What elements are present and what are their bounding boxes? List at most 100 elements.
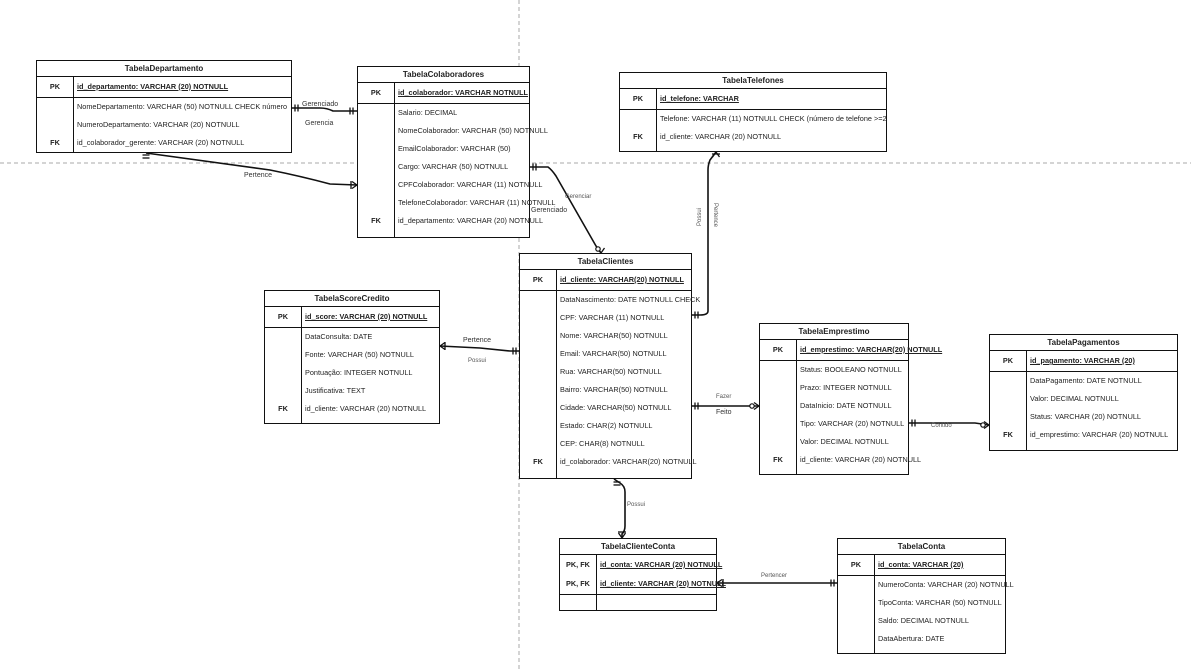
table-row[interactable]: CPFColaborador: VARCHAR (11) NOTNULL: [358, 176, 543, 194]
table-row[interactable]: Estado: CHAR(2) NOTNULL: [520, 417, 691, 435]
table-row[interactable]: Pontuação: INTEGER NOTNULL: [265, 364, 439, 382]
table-row[interactable]: NomeColaborador: VARCHAR (50) NOTNULL: [358, 122, 548, 140]
table-row[interactable]: TelefoneColaborador: VARCHAR (11) NOTNUL…: [358, 194, 556, 212]
rel-departamento-colaboradores-gerencia[interactable]: [292, 107, 357, 112]
table-row[interactable]: Justificativa: TEXT: [265, 382, 439, 400]
table-row[interactable]: Status: BOOLEANO NOTNULL: [760, 361, 908, 379]
table-row[interactable]: Nome: VARCHAR(50) NOTNULL: [520, 327, 691, 345]
table-row[interactable]: Valor: DECIMAL NOTNULL: [760, 433, 908, 451]
field-cell: CPFColaborador: VARCHAR (11) NOTNULL: [398, 180, 543, 189]
label-feito: Feito: [716, 409, 732, 416]
table-row[interactable]: Prazo: INTEGER NOTNULL: [760, 379, 908, 397]
field-cell: id_emprestimo: VARCHAR(20) NOTNULL: [800, 345, 943, 354]
table-row[interactable]: CEP: CHAR(8) NOTNULL: [520, 435, 691, 453]
table-row[interactable]: NomeDepartamento: VARCHAR (50) NOTNULL C…: [37, 98, 291, 116]
field-cell: TipoConta: VARCHAR (50) NOTNULL: [878, 598, 1002, 607]
field-cell: Rua: VARCHAR(50) NOTNULL: [560, 367, 662, 376]
key-column-divider: [394, 82, 395, 237]
table-row[interactable]: TipoConta: VARCHAR (50) NOTNULL: [838, 594, 1005, 612]
rel-scorecredito-clientes[interactable]: [439, 345, 519, 352]
rel-colaboradores-clientes-gerenciar[interactable]: [530, 166, 602, 254]
label-possui-2: Possui: [468, 358, 487, 364]
table-title: TabelaDepartamento: [37, 61, 291, 77]
key-column-divider: [874, 554, 875, 653]
table-row[interactable]: Email: VARCHAR(50) NOTNULL: [520, 345, 691, 363]
cardinality-tick: [983, 420, 990, 426]
field-cell: EmailColaborador: VARCHAR (50): [398, 144, 511, 153]
table-row[interactable]: Cidade: VARCHAR(50) NOTNULL: [520, 399, 691, 417]
table-row[interactable]: Fonte: VARCHAR (50) NOTNULL: [265, 346, 439, 364]
key-column-divider: [656, 88, 657, 151]
table-row[interactable]: Telefone: VARCHAR (11) NOTNULL CHECK (nú…: [620, 110, 887, 128]
table-row[interactable]: Bairro: VARCHAR(50) NOTNULL: [520, 381, 691, 399]
table-title: TabelaColaboradores: [358, 67, 529, 83]
table-row[interactable]: DataPagamento: DATE NOTNULL: [990, 372, 1177, 390]
rel-departamento-colaboradores-pertence[interactable]: [145, 152, 358, 186]
field-cell: Cargo: VARCHAR (50) NOTNULL: [398, 162, 509, 171]
table-row[interactable]: Status: VARCHAR (20) NOTNULL: [990, 408, 1177, 426]
table-row[interactable]: [560, 595, 716, 613]
cardinality-circle: [595, 246, 601, 252]
table-row[interactable]: DataAbertura: DATE: [838, 630, 1005, 648]
table-row[interactable]: PK id_departamento: VARCHAR (20) NOTNULL: [37, 78, 291, 98]
cardinality-tick: [351, 180, 358, 186]
field-cell: Valor: DECIMAL NOTNULL: [1030, 394, 1119, 403]
field-cell: Pontuação: INTEGER NOTNULL: [305, 368, 413, 377]
key-cell: PK: [49, 82, 61, 91]
rel-clientes-clienteconta[interactable]: [613, 478, 626, 538]
field-cell: DataNascimento: DATE NOTNULL CHECK: [560, 295, 701, 304]
table-row[interactable]: Valor: DECIMAL NOTNULL: [990, 390, 1177, 408]
field-cell: id_cliente: VARCHAR (20) NOTNULL: [660, 132, 782, 141]
label-pertence-1: Pertence: [244, 172, 273, 179]
label-pertencer: Pertencer: [761, 573, 788, 579]
label-gerencia: Gerencia: [305, 120, 334, 127]
key-cell: PK: [1002, 356, 1014, 365]
table-row[interactable]: Tipo: VARCHAR (20) NOTNULL: [760, 415, 908, 433]
table-row[interactable]: NumeroDepartamento: VARCHAR (20) NOTNULL: [37, 116, 291, 134]
field-cell: id_departamento: VARCHAR (20) NOTNULL: [77, 82, 229, 91]
table-row[interactable]: DataNascimento: DATE NOTNULL CHECK: [520, 291, 701, 309]
table-title: TabelaClientes: [520, 254, 691, 270]
rel-telefones-clientes[interactable]: [692, 151, 717, 316]
table-row[interactable]: EmailColaborador: VARCHAR (50): [358, 140, 529, 158]
cardinality-tick: [439, 341, 446, 347]
table-row[interactable]: Rua: VARCHAR(50) NOTNULL: [520, 363, 691, 381]
field-cell: Prazo: INTEGER NOTNULL: [800, 383, 892, 392]
table-row[interactable]: DataConsulta: DATE: [265, 328, 439, 346]
table-row[interactable]: Salario: DECIMAL: [358, 104, 529, 122]
key-cell: PK, FK: [566, 579, 590, 588]
table-row[interactable]: CPF: VARCHAR (11) NOTNULL: [520, 309, 691, 327]
key-cell: FK: [371, 216, 381, 225]
table-row[interactable]: Cargo: VARCHAR (50) NOTNULL: [358, 158, 529, 176]
key-cell: PK: [632, 94, 644, 103]
table-row[interactable]: NumeroConta: VARCHAR (20) NOTNULL: [838, 576, 1014, 594]
table-row[interactable]: Saldo: DECIMAL NOTNULL: [838, 612, 1005, 630]
label-contido: Contido: [931, 423, 952, 429]
table-row[interactable]: DataInicio: DATE NOTNULL: [760, 397, 908, 415]
